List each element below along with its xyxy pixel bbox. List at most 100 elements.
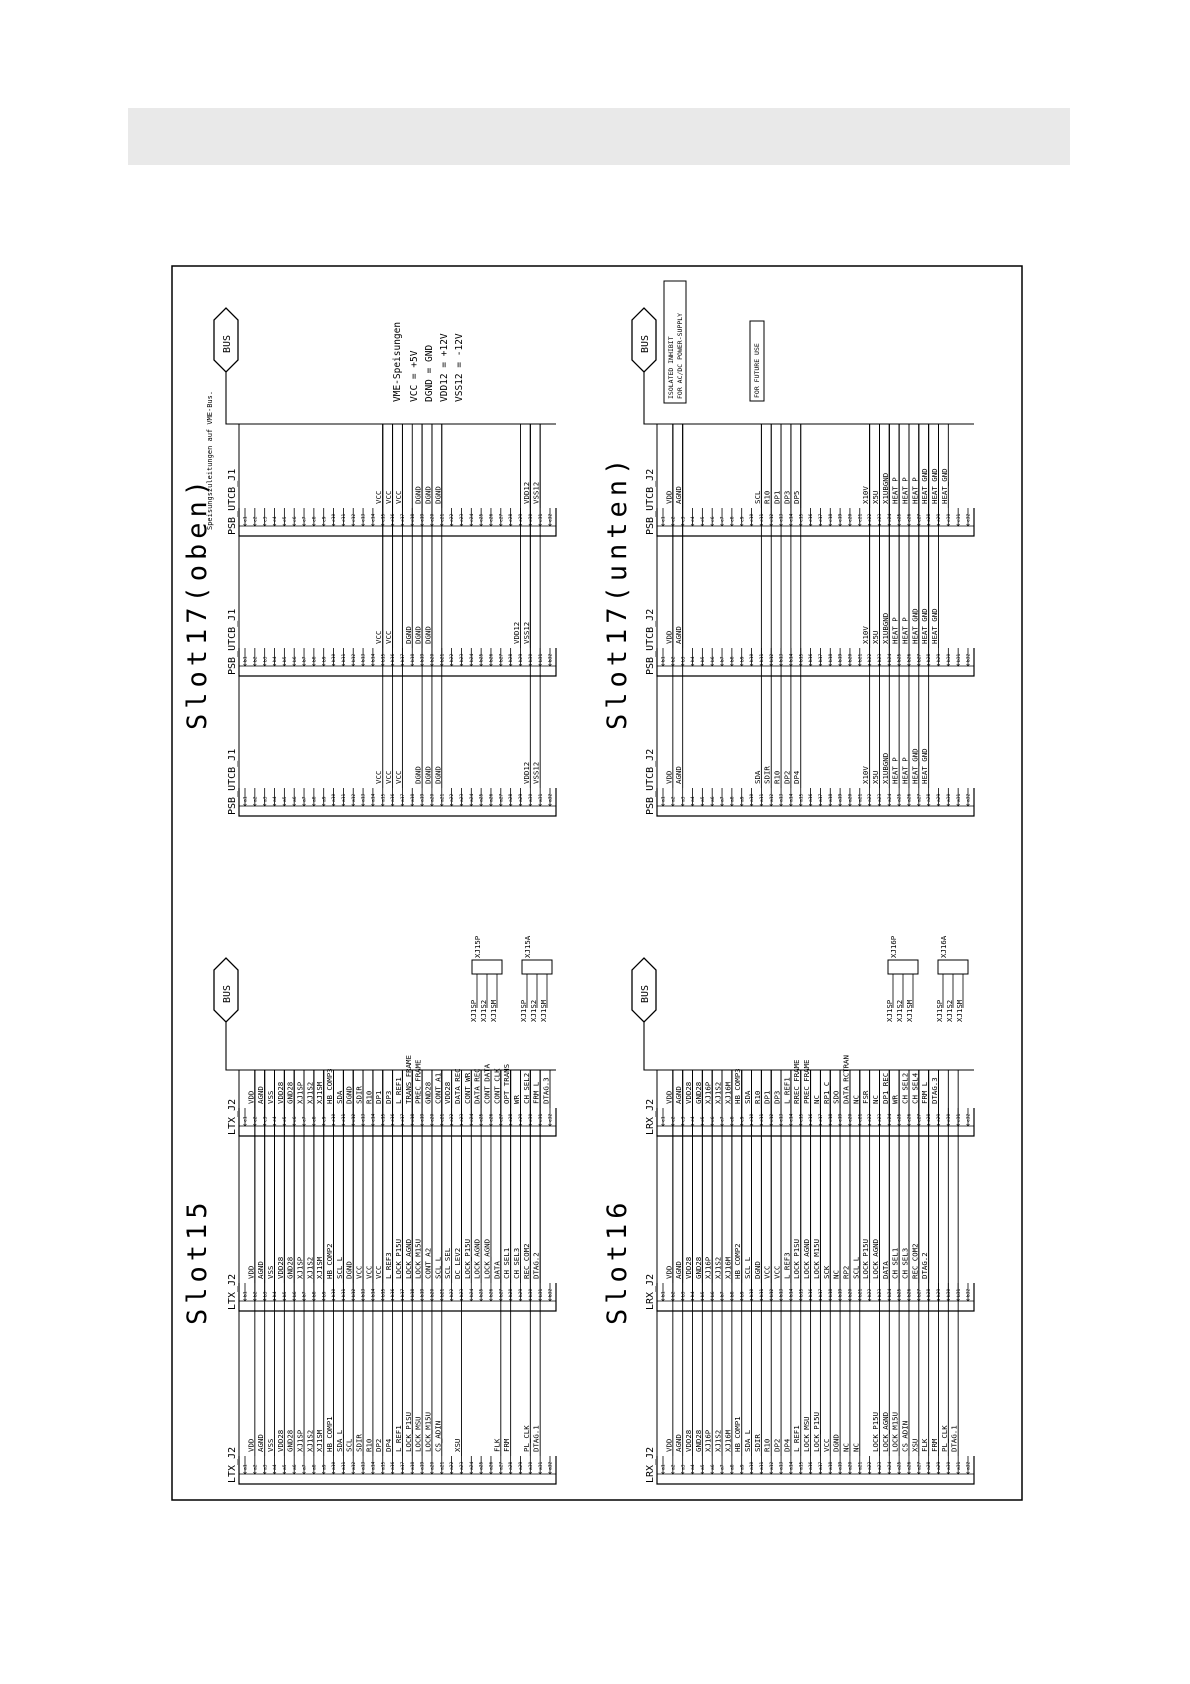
signal-label: DP4: [384, 1438, 393, 1452]
pin-number: a28: [926, 1461, 932, 1470]
pin-number: a29: [936, 1461, 942, 1470]
pin-number: b18: [828, 1288, 834, 1297]
pin-number: c16: [808, 1113, 814, 1122]
pin-number: a19: [838, 793, 844, 802]
signal-label: L_REF1: [792, 1425, 801, 1452]
signal-label: VDD: [664, 1091, 673, 1104]
signal-label: DATA: [881, 1261, 890, 1279]
signal-label: VCC: [364, 1266, 373, 1279]
pin-number: a20: [430, 1461, 436, 1470]
signal-label: DP2: [782, 771, 791, 784]
signal-label: SCL_SEL: [443, 1247, 452, 1279]
signal-label: VDD28: [276, 1257, 285, 1279]
signal-label: FRM: [930, 1438, 939, 1452]
pin-number: a3: [262, 796, 268, 802]
signal-label: DP3: [773, 1091, 782, 1104]
signal-label: CONT_DATA: [482, 1063, 491, 1104]
pin-number: a15: [380, 1461, 386, 1470]
signal-label: LOCK_MSU: [414, 1416, 423, 1452]
pin-number: b27: [498, 1288, 504, 1297]
signal-label: HEAT_P: [900, 477, 909, 504]
signal-label: XJ1SM: [315, 1429, 324, 1452]
pin-number: a23: [459, 1461, 465, 1470]
pin-number: b25: [897, 1288, 903, 1297]
pin-number: c8: [729, 516, 735, 522]
connector-title: PSB_UTCB_J2: [645, 749, 656, 815]
pin-number: c25: [479, 1113, 485, 1122]
signal-label: HEAT_GND: [910, 608, 919, 644]
signal-label: XJ1SM: [315, 1081, 324, 1104]
signal-label: TRANS_FRAME: [404, 1055, 413, 1104]
pin-number: c14: [789, 513, 795, 522]
signal-label: DTAG.3: [542, 1077, 551, 1104]
supply-note: Speisungszuleitungen auf VME-Bus.: [206, 391, 214, 530]
future-use-box-text: FOR FUTURE USE: [753, 343, 761, 398]
signal-label: DP2: [773, 1439, 782, 1452]
connector-title: PSB_UTCB_J1: [227, 609, 238, 675]
pin-number: c6: [292, 1116, 298, 1122]
pin-number: b15: [798, 653, 804, 662]
signal-label: FLK: [492, 1438, 501, 1452]
legend-line-3: DGND = GND: [424, 345, 435, 402]
pin-number: a7: [302, 1464, 308, 1470]
pin-number: b10: [749, 653, 755, 662]
pin-number: c23: [877, 513, 883, 522]
legend-line-4: VDD12 = +12V: [439, 333, 450, 402]
pin-number: a16: [808, 1461, 814, 1470]
pin-number: a30: [946, 793, 952, 802]
pin-number: c17: [400, 1113, 406, 1122]
signal-label: VDD28: [684, 1430, 693, 1452]
pin-number: b18: [828, 653, 834, 662]
pin-number: b26: [489, 1288, 495, 1297]
signal-label: VDD28: [684, 1257, 693, 1279]
signal-label: VDD: [664, 771, 673, 784]
pin-number: a6: [292, 796, 298, 802]
pin-number: b25: [897, 653, 903, 662]
pin-number: a1: [661, 796, 667, 802]
signal-label: NC: [871, 1095, 880, 1104]
signal-label: PREC_FRAME: [414, 1060, 423, 1105]
pin-number: b5: [282, 656, 288, 662]
pin-number: c29: [936, 513, 942, 522]
signal-label: AGND: [674, 486, 683, 504]
signal-label: XJ1S2: [714, 1082, 723, 1104]
pin-number: a11: [759, 793, 765, 802]
pin-number: b22: [867, 1288, 873, 1297]
signal-label: R10: [763, 1439, 772, 1452]
pin-number: b6: [710, 656, 716, 662]
pin-number: c13: [779, 513, 785, 522]
signal-label: HB_COMP1: [325, 1416, 334, 1452]
pin-number: b10: [331, 1288, 337, 1297]
pin-number: c23: [459, 1113, 465, 1122]
jumper-signal: XJ1SM: [905, 999, 914, 1022]
pin-number: a21: [857, 1461, 863, 1470]
signal-label: VDD28: [684, 1082, 693, 1104]
pin-number: a24: [887, 793, 893, 802]
signal-label: L_REF1: [394, 1077, 403, 1104]
pin-number: b31: [956, 1288, 962, 1297]
pin-number: b10: [331, 653, 337, 662]
signal-label: WR: [512, 1095, 521, 1104]
pin-number: c3: [680, 516, 686, 522]
pin-number: a28: [508, 1461, 514, 1470]
pin-number: a2: [252, 796, 258, 802]
pin-number: a6: [710, 1464, 716, 1470]
pin-number: b26: [907, 653, 913, 662]
signal-label: VCC: [374, 491, 383, 504]
pin-number: c5: [700, 516, 706, 522]
pin-number: c5: [700, 1116, 706, 1122]
jumper-signal: XJ1SM: [489, 999, 498, 1022]
pin-number: c22: [867, 1113, 873, 1122]
pin-number: a31: [538, 1461, 544, 1470]
pin-number: a17: [818, 1461, 824, 1470]
signal-label: CH_SEL2: [522, 1073, 531, 1104]
pin-number: b16: [390, 1288, 396, 1297]
jumper-signal: XJ1S2: [945, 1000, 954, 1022]
pin-number: c9: [321, 516, 327, 522]
signal-label: DTAG.1: [532, 1425, 541, 1452]
pin-number: b11: [341, 653, 347, 662]
signal-label: NC: [851, 1095, 860, 1104]
pin-number: a29: [936, 793, 942, 802]
